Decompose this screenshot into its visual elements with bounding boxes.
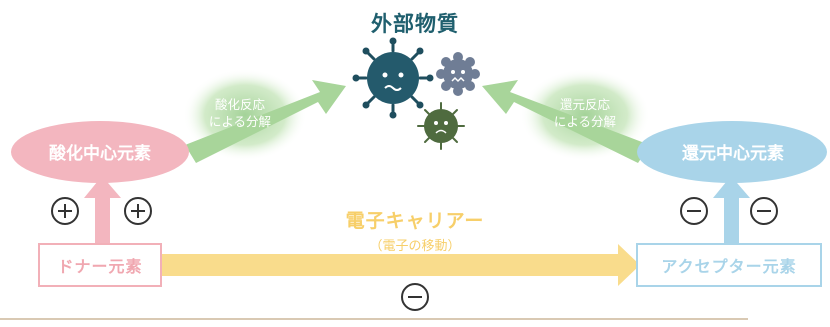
oxidation-center-ellipse — [11, 121, 189, 183]
diagram-title: 外部物質 — [371, 12, 459, 36]
reduction-to-substance-arrow — [482, 69, 650, 163]
reduction-center-label: 還元中心元素 — [682, 143, 784, 164]
oxidative-decomposition-label: 酸化反応 による分解 — [200, 96, 280, 130]
acceptor-to-reduction-arrow — [713, 176, 750, 244]
donor-element-box: ドナー元素 — [38, 243, 162, 287]
reductive-decomposition-line2: による分解 — [553, 114, 617, 129]
bottom-divider — [0, 318, 748, 320]
donor-to-oxidation-arrow — [84, 176, 121, 244]
minus-circle-icon — [750, 197, 778, 225]
minus-circle-icon — [401, 283, 429, 311]
plus-circle-icon — [51, 197, 79, 225]
electron-carrier-title: 電子キャリアー — [345, 210, 485, 232]
oxidative-decomposition-line2: による分解 — [208, 114, 272, 129]
virus-icon — [436, 52, 480, 96]
reductive-decomposition-label: 還元反応 による分解 — [540, 96, 630, 130]
minus-circle-icon — [680, 197, 708, 225]
reduction-center-ellipse — [637, 121, 827, 183]
virus-icon — [417, 102, 465, 150]
electron-carrier-label: 電子キャリアー （電子の移動） — [300, 206, 530, 254]
acceptor-element-box: アクセプター元素 — [636, 243, 822, 287]
plus-circle-icon — [124, 197, 152, 225]
oxidative-decomposition-line1: 酸化反応 — [214, 97, 265, 112]
oxidation-to-substance-arrow — [183, 69, 346, 163]
oxidation-center-label: 酸化中心元素 — [49, 143, 151, 164]
virus-icon — [352, 37, 434, 119]
electron-carrier-arrow — [162, 244, 640, 286]
electron-carrier-note: （電子の移動） — [369, 239, 461, 254]
reductive-decomposition-line1: 還元反応 — [559, 97, 610, 112]
